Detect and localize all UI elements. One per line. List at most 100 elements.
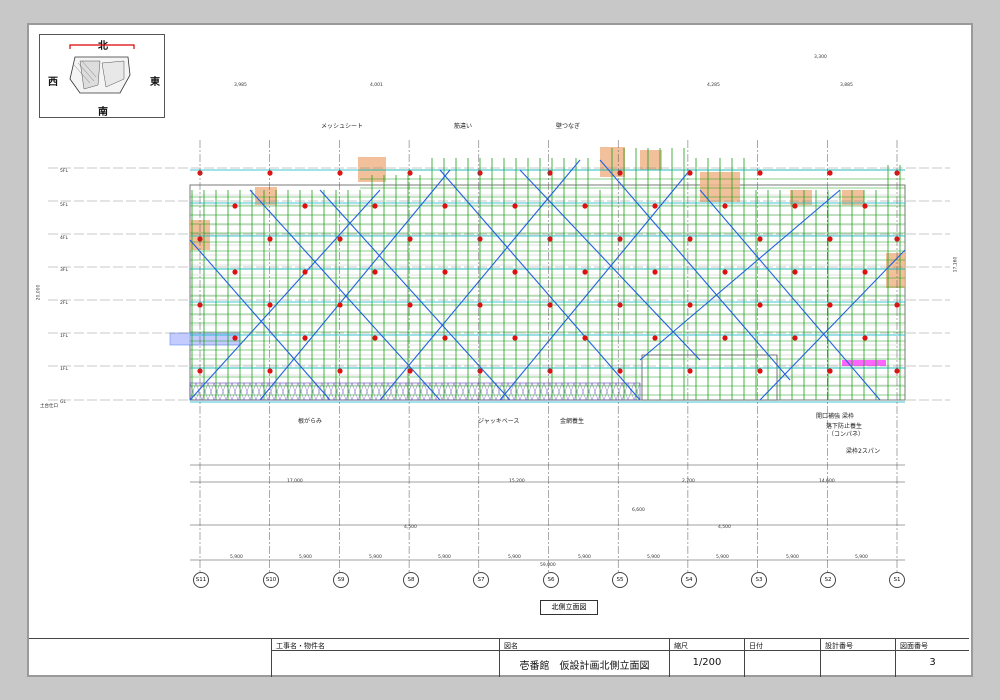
label-jack-base: ジャッキベース xyxy=(478,418,520,425)
east-label: 東 xyxy=(150,77,160,88)
wall-tie-dot xyxy=(827,170,833,176)
wall-tie-dot xyxy=(582,203,588,209)
floor-label-5: 2FL xyxy=(60,301,68,306)
wall-tie-dot xyxy=(477,170,483,176)
tb-design-head: 設計番号 xyxy=(825,642,853,650)
tb-design-no: 設計番号 xyxy=(820,639,895,677)
label-metal-net: 金網養生 xyxy=(560,418,585,425)
wall-tie-dot xyxy=(302,203,308,209)
bay-dim-6: 5,900 xyxy=(578,555,591,560)
wall-tie-dot xyxy=(547,368,553,374)
bay-dim-3: 5,900 xyxy=(369,555,382,560)
wall-tie-dot xyxy=(652,203,658,209)
top-dim-2: 4,001 xyxy=(370,83,383,88)
mesh-sheet-patch xyxy=(640,150,662,170)
bay-dim-5: 5,900 xyxy=(508,555,521,560)
wall-tie-dot xyxy=(407,236,413,242)
wall-tie-dot xyxy=(792,335,798,341)
wall-tie-dot xyxy=(372,269,378,275)
wall-tie-dot xyxy=(372,203,378,209)
grid-marker-s4: S4 xyxy=(681,572,697,588)
mesh-sheet-patch xyxy=(842,190,864,205)
wall-tie-dot xyxy=(407,170,413,176)
wall-tie-dot xyxy=(617,302,623,308)
wall-tie-dot xyxy=(617,170,623,176)
overall-dim: 59,000 xyxy=(540,563,556,568)
floor-label-3: 4FL xyxy=(60,236,68,241)
tb-scale: 縮尺 1/200 xyxy=(669,639,744,677)
wall-tie-dot xyxy=(547,302,553,308)
wall-tie-dot xyxy=(512,335,518,341)
south-label: 南 xyxy=(98,107,108,118)
wall-tie-dot xyxy=(267,302,273,308)
brace-line xyxy=(499,169,691,401)
wall-tie-dot xyxy=(757,236,763,242)
wall-tie-dot xyxy=(547,236,553,242)
wall-tie-dot xyxy=(827,368,833,374)
grid-marker-s8: S8 xyxy=(403,572,419,588)
north-label: 北 xyxy=(98,41,108,52)
wall-tie-dot xyxy=(477,368,483,374)
label-fall-guard-sub: （コンパネ） xyxy=(828,431,865,438)
brace-line xyxy=(639,189,841,361)
bottom-total-4: 14,600 xyxy=(819,479,835,484)
wall-tie-dot xyxy=(792,269,798,275)
wall-tie-dot xyxy=(232,203,238,209)
wall-tie-dot xyxy=(267,236,273,242)
floor-label-7: 1FL xyxy=(60,367,68,372)
tb-sheet-val: 3 xyxy=(929,657,936,668)
right-total-dim: 17,160 xyxy=(953,256,959,273)
brace-line xyxy=(259,169,451,401)
label-mesh-sheet: メッシュシート xyxy=(321,123,364,130)
tb-scale-head: 縮尺 xyxy=(674,642,688,650)
mesh-sheet-patch xyxy=(255,187,277,205)
sub-dim-2: 6,600 xyxy=(632,508,645,513)
key-plan: 北 南 西 東 xyxy=(39,34,165,118)
wall-tie-dot xyxy=(862,203,868,209)
wall-tie-dot xyxy=(302,269,308,275)
floor-label-6: 1FL xyxy=(60,334,68,339)
left-total-dim: 20,000 xyxy=(36,284,42,301)
tb-drawing: 図名 壱番館 仮設計画北側立面図 xyxy=(499,639,669,677)
label-opening-stiffener: 開口補強 xyxy=(816,413,841,420)
grid-marker-s3: S3 xyxy=(751,572,767,588)
bay-dim-4: 5,900 xyxy=(438,555,451,560)
brace-line xyxy=(189,239,331,401)
label-beam-span: 梁枠2スパン xyxy=(846,448,881,455)
wall-tie-dot xyxy=(687,302,693,308)
title-block: 工事名・物件名 図名 壱番館 仮設計画北側立面図 縮尺 1/200 日付 設計番… xyxy=(29,638,969,677)
grid-marker-s5: S5 xyxy=(612,572,628,588)
bay-dim-2: 5,900 xyxy=(299,555,312,560)
wall-tie-dot xyxy=(407,302,413,308)
wall-tie-dot xyxy=(827,302,833,308)
wall-tie-dot xyxy=(757,170,763,176)
grid-marker-s11: S11 xyxy=(193,572,209,588)
west-label: 西 xyxy=(48,77,58,88)
mesh-sheet-patch xyxy=(790,190,812,205)
wall-tie-dot xyxy=(512,203,518,209)
wall-tie-dot xyxy=(617,368,623,374)
brace-line xyxy=(599,159,791,381)
wall-tie-dot xyxy=(232,269,238,275)
wall-tie-dot xyxy=(442,203,448,209)
wall-tie-dot xyxy=(442,335,448,341)
wall-tie-dot xyxy=(337,302,343,308)
label-ground: 土台仕口 xyxy=(40,404,58,409)
wall-tie-dot xyxy=(302,335,308,341)
scaffold-frame xyxy=(190,148,905,403)
wall-tie-dot xyxy=(687,368,693,374)
tb-drawing-head: 図名 xyxy=(504,642,518,650)
wall-tie-dot xyxy=(827,236,833,242)
wall-tie-dot xyxy=(477,236,483,242)
wall-ties xyxy=(197,170,900,374)
grid-marker-s2: S2 xyxy=(820,572,836,588)
wall-tie-dot xyxy=(617,236,623,242)
brace-line xyxy=(439,169,641,401)
bay-dim-9: 5,900 xyxy=(786,555,799,560)
brace-line xyxy=(189,189,381,401)
top-dim-1: 3,985 xyxy=(234,83,247,88)
wall-tie-dot xyxy=(722,269,728,275)
wall-tie-dot xyxy=(652,335,658,341)
wall-tie-dot xyxy=(547,170,553,176)
